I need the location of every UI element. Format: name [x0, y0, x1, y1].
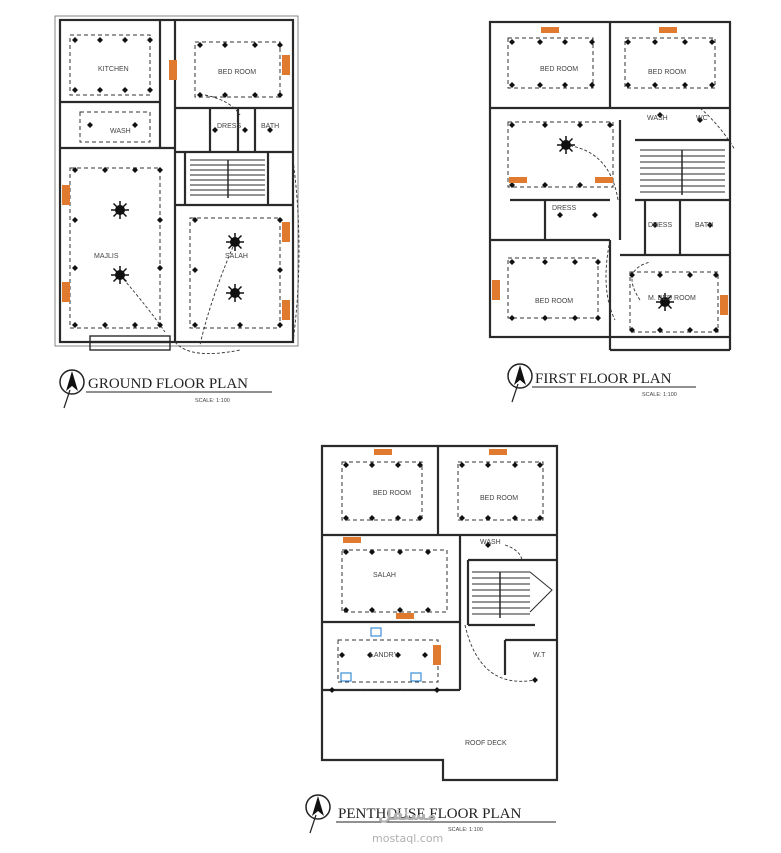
room-label: MAJLIS — [94, 253, 119, 260]
room-label: KITCHEN — [98, 66, 129, 73]
room-label: BED ROOM — [373, 490, 411, 497]
ground-stairs — [190, 159, 265, 198]
room-label: DRESS — [648, 222, 672, 229]
penthouse-fixtures — [329, 449, 543, 693]
plan-title: FIRST FLOOR PLAN — [535, 371, 672, 387]
room-label: ROOF DECK — [465, 740, 507, 747]
room-label: BED ROOM — [648, 69, 686, 76]
penthouse-wiring — [330, 544, 536, 691]
room-label: WASH — [647, 115, 668, 122]
first-walls — [488, 20, 732, 352]
room-label: M. BED ROOM — [648, 295, 696, 302]
penthouse-floor-plan: BED ROOM BED ROOM WASH SALAH LANDRY W.T … — [305, 444, 559, 834]
ground-ceiling-lines — [69, 34, 281, 329]
room-label: BATH — [695, 222, 713, 229]
watermark-arabic: مستقل — [378, 805, 437, 824]
penthouse-ceiling-lines — [337, 461, 544, 683]
room-label: BED ROOM — [480, 495, 518, 502]
room-label: BATH — [261, 123, 279, 130]
penthouse-walls — [320, 444, 559, 782]
north-arrow-icon — [305, 794, 331, 834]
room-label: SALAH — [225, 253, 248, 260]
room-label: LANDRY — [370, 652, 399, 659]
room-label: BED ROOM — [218, 69, 256, 76]
room-label: SALAH — [373, 572, 396, 579]
plan-title: GROUND FLOOR PLAN — [88, 376, 248, 392]
room-label: W.T — [533, 652, 546, 659]
plan-scale: SCALE: 1:100 — [642, 392, 677, 398]
room-label: DRESS — [217, 123, 241, 130]
ground-floor-plan: KITCHEN BED ROOM WASH DRESS BATH MAJLIS … — [54, 15, 300, 409]
room-label: BED ROOM — [535, 298, 573, 305]
plan-scale: SCALE: 1:100 — [448, 827, 483, 833]
penthouse-room-labels: BED ROOM BED ROOM WASH SALAH LANDRY W.T … — [370, 490, 546, 747]
ground-room-labels: KITCHEN BED ROOM WASH DRESS BATH MAJLIS … — [94, 66, 279, 260]
room-label: WASH — [110, 128, 131, 135]
room-label: WASH — [480, 539, 501, 546]
first-floor-plan: BED ROOM BED ROOM WASH WC DRESS DRESS BA… — [488, 20, 736, 403]
watermark: مستقل mostaql.com — [372, 805, 443, 845]
plan-title: PENTHOUSE FLOOR PLAN — [338, 806, 522, 822]
north-arrow-icon — [507, 363, 533, 403]
penthouse-stairs — [472, 571, 553, 618]
room-label: DRESS — [552, 205, 576, 212]
north-arrow-icon — [59, 369, 85, 409]
room-label: BED ROOM — [540, 66, 578, 73]
watermark-latin: mostaql.com — [372, 832, 443, 845]
first-stairs — [640, 149, 725, 195]
first-room-labels: BED ROOM BED ROOM WASH WC DRESS DRESS BA… — [535, 66, 713, 305]
ground-wiring — [119, 94, 300, 355]
room-label: WC — [696, 115, 708, 122]
first-ceiling-lines — [507, 37, 719, 333]
plan-scale: SCALE: 1:100 — [195, 398, 230, 404]
